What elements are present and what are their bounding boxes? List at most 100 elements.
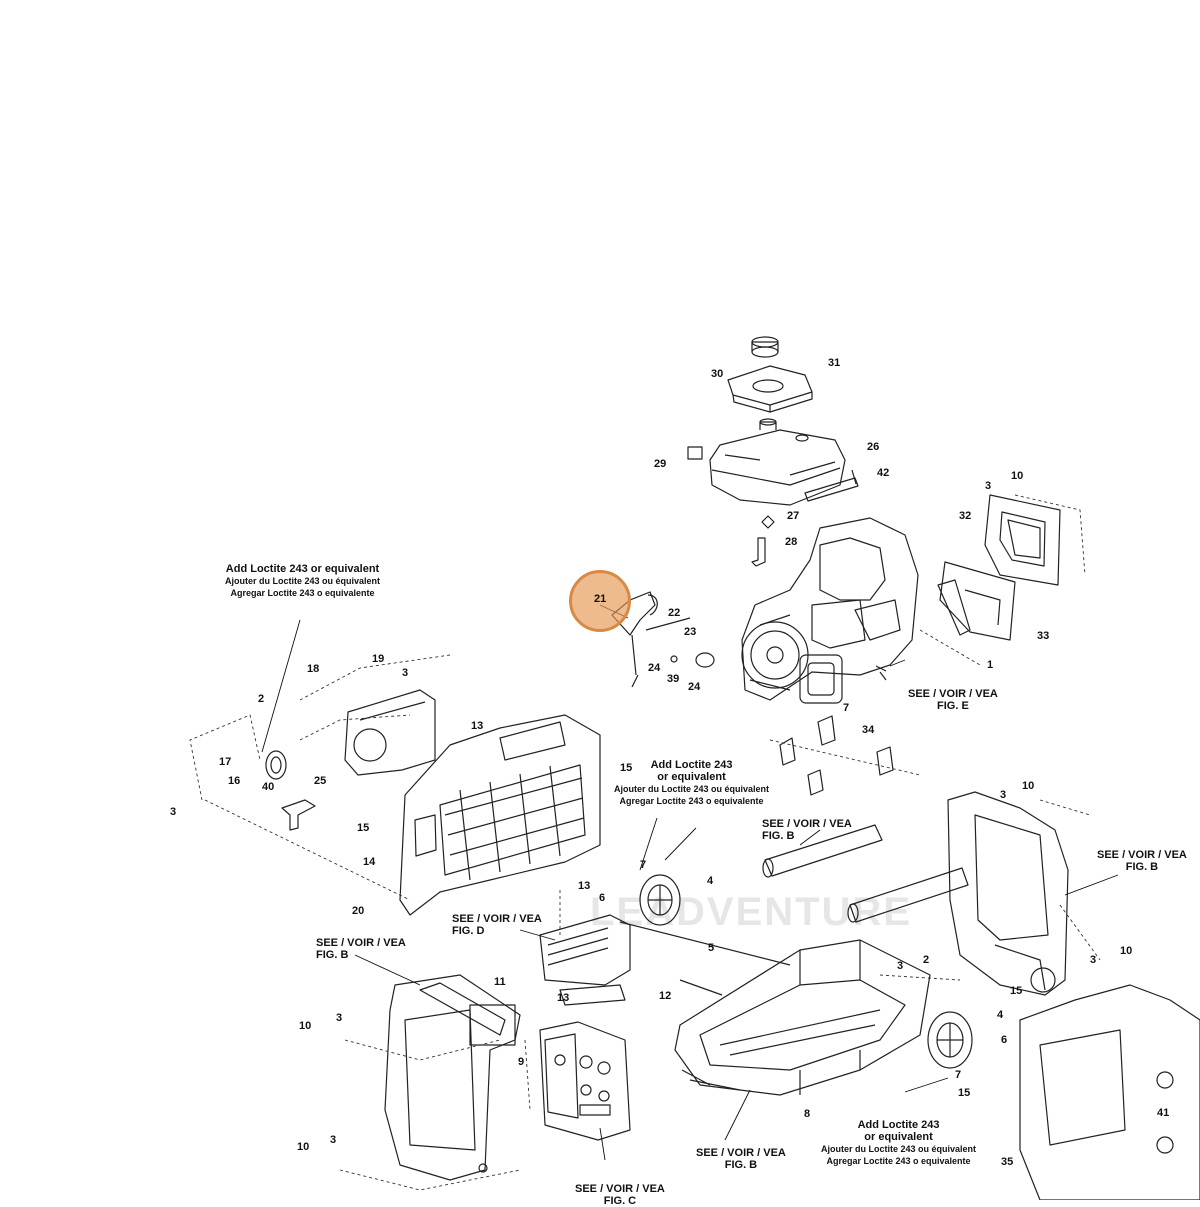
see-fig-e-line1: SEE / VOIR / VEA [908, 688, 998, 700]
callout-4: 4 [707, 875, 714, 887]
callout-15c: 15 [1010, 985, 1023, 997]
callout-25: 25 [314, 775, 327, 787]
callout-14: 14 [363, 856, 376, 868]
see-fig-e[interactable]: SEE / VOIR / VEA FIG. E [908, 688, 998, 712]
axle-rod-part [619, 921, 791, 966]
front-panel-left-part [384, 974, 521, 1181]
callout-17: 17 [219, 756, 232, 768]
fuel-tank-part [709, 418, 846, 506]
fuel-hose-part [751, 537, 766, 567]
highlight-circle[interactable] [569, 570, 631, 632]
loctite-note-left-fr: Ajouter du Loctite 243 ou équivalent [225, 576, 381, 586]
fuel-cap-part [751, 336, 779, 358]
callout-18: 18 [307, 663, 320, 675]
callout-6b: 6 [1001, 1034, 1008, 1046]
callout-30: 30 [711, 368, 724, 380]
callout-29: 29 [654, 458, 667, 470]
callout-33: 33 [1037, 630, 1050, 642]
grommet-part [265, 750, 287, 780]
hose-clamp-part [761, 515, 775, 529]
see-fig-c[interactable]: SEE / VOIR / VEA FIG. C [575, 1183, 665, 1207]
callout-10c: 10 [297, 1141, 310, 1153]
callout-20: 20 [352, 905, 365, 917]
callout-7b: 7 [640, 859, 647, 871]
callout-10d: 10 [1022, 780, 1035, 792]
loctite-note-left: Add Loctite 243 or equivalent Ajouter du… [225, 563, 380, 599]
callout-4b: 4 [997, 1009, 1004, 1021]
callout-3f: 3 [1000, 789, 1007, 801]
base-frame-part [674, 939, 931, 1096]
callout-13c: 13 [557, 992, 570, 1004]
callout-42: 42 [877, 467, 890, 479]
callout-12: 12 [659, 990, 672, 1002]
callout-24: 24 [648, 662, 661, 674]
loctite-note-middle-es: Agregar Loctite 243 o equivalente [619, 796, 764, 806]
loctite-note-bottom-fr: Ajouter du Loctite 243 ou équivalent [821, 1144, 977, 1154]
see-fig-c-line2: FIG. C [603, 1195, 637, 1207]
callout-3d: 3 [336, 1012, 343, 1024]
see-fig-b-bottom[interactable]: SEE / VOIR / VEA FIG. B [696, 1147, 786, 1171]
callout-31: 31 [828, 357, 841, 369]
loctite-note-bottom-en1: Add Loctite 243 [857, 1119, 940, 1131]
callout-3e: 3 [330, 1134, 337, 1146]
callout-10e: 10 [1120, 945, 1133, 957]
loctite-note-bottom-es: Agregar Loctite 243 o equivalente [826, 1156, 971, 1166]
callout-32: 32 [959, 510, 972, 522]
see-fig-b-rod-line2: FIG. B [762, 830, 795, 842]
see-fig-c-line1: SEE / VOIR / VEA [575, 1183, 665, 1195]
callout-3: 3 [985, 480, 992, 492]
callout-15d: 15 [958, 1087, 971, 1099]
leader-lines [261, 604, 1119, 1161]
see-fig-d-line1: SEE / VOIR / VEA [452, 913, 542, 925]
callout-13b: 13 [578, 880, 591, 892]
tank-cover-part [727, 365, 813, 413]
callout-6: 6 [599, 892, 606, 904]
callout-7c: 7 [955, 1069, 962, 1081]
see-fig-b-rod-line1: SEE / VOIR / VEA [762, 818, 852, 830]
see-fig-b-rod[interactable]: SEE / VOIR / VEA FIG. B [762, 818, 852, 842]
see-fig-d[interactable]: SEE / VOIR / VEA FIG. D [452, 913, 542, 937]
callout-15b: 15 [357, 822, 370, 834]
callout-26: 26 [867, 441, 880, 453]
see-fig-b-bottom-line2: FIG. B [724, 1159, 758, 1171]
muffler-bracket-part [937, 561, 1016, 641]
handle-tube-upper-part [762, 824, 883, 878]
left-side-panel-part [399, 714, 601, 916]
exhaust-cover-part [984, 494, 1061, 586]
see-fig-b-right[interactable]: SEE / VOIR / VEA FIG. B [1097, 849, 1187, 873]
callout-16: 16 [228, 775, 241, 787]
callout-28: 28 [785, 536, 798, 548]
loctite-note-bottom: Add Loctite 243 or equivalent Ajouter du… [821, 1119, 976, 1167]
callout-1: 1 [987, 659, 994, 671]
callout-23: 23 [684, 626, 697, 638]
engine-mount-brackets-part [779, 715, 894, 796]
callout-27: 27 [787, 510, 800, 522]
handle-tube-lower-part [847, 867, 969, 923]
tank-strap-part [804, 477, 859, 502]
assembly-lines [189, 494, 1101, 1191]
see-fig-e-line2: FIG. E [937, 700, 969, 712]
small-rod-part [679, 979, 723, 996]
callout-10: 10 [1011, 470, 1024, 482]
callout-21[interactable]: 21 [594, 593, 607, 605]
see-fig-b-right-line2: FIG. B [1125, 861, 1159, 873]
see-fig-b-left-line2: FIG. B [316, 949, 349, 961]
loctite-note-middle-en2: or equivalent [657, 771, 726, 783]
control-panel-part [539, 1021, 631, 1141]
right-side-panel-part [947, 791, 1069, 996]
wheel-top-part [639, 874, 681, 926]
callout-22: 22 [668, 607, 681, 619]
side-cover-plate-part [344, 689, 436, 776]
see-fig-d-line2: FIG. D [452, 925, 485, 937]
see-fig-b-left[interactable]: SEE / VOIR / VEA FIG. B [316, 937, 406, 961]
see-fig-b-bottom-line1: SEE / VOIR / VEA [696, 1147, 786, 1159]
callout-5: 5 [708, 942, 715, 954]
see-fig-b-left-line1: SEE / VOIR / VEA [316, 937, 406, 949]
loctite-note-middle: Add Loctite 243 or equivalent Ajouter du… [614, 759, 769, 807]
callout-13: 13 [471, 720, 484, 732]
callout-3h: 3 [1090, 954, 1097, 966]
callout-19: 19 [372, 653, 385, 665]
loctite-note-bottom-en2: or equivalent [864, 1131, 933, 1143]
callout-10b: 10 [299, 1020, 312, 1032]
